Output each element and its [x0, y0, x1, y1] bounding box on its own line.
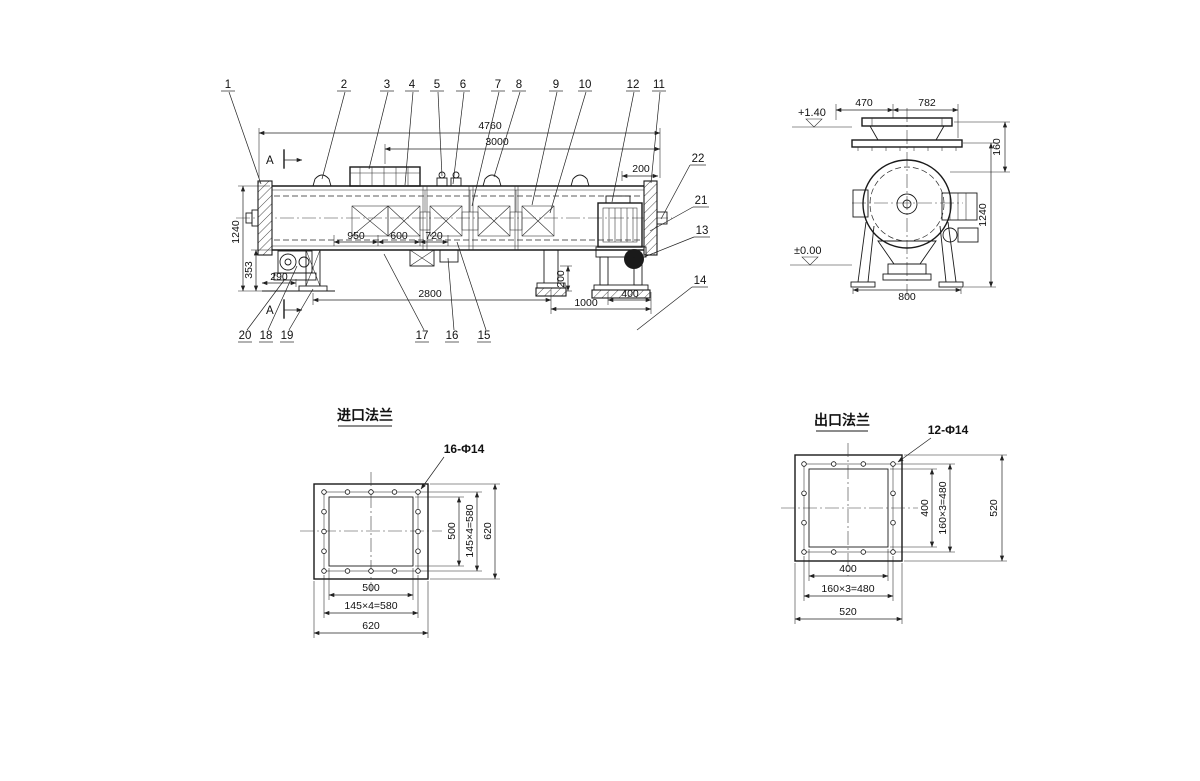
side-dim-right-span: 1000 — [574, 297, 598, 309]
callout-20: 20 — [239, 330, 252, 342]
inlet-flange-title: 进口法兰 — [337, 407, 393, 423]
end-view-body — [850, 108, 979, 296]
outlet-dim-opening-v: 400 — [919, 499, 931, 517]
drive-motor — [593, 195, 649, 291]
side-dim-right-overhang: 200 — [632, 163, 650, 175]
side-dim-end-span: 400 — [621, 288, 639, 300]
side-dim-left-offset: 290 — [270, 271, 288, 283]
callout-14: 14 — [694, 275, 707, 287]
callout-21: 21 — [695, 195, 708, 207]
callout-7: 7 — [495, 79, 501, 91]
inlet-flange-dimensions: 500 145×4=580 620 500 145×4=580 620 — [313, 483, 500, 638]
outlet-dim-outer-h: 520 — [839, 606, 857, 618]
side-dim-pitch-a: 950 — [347, 230, 365, 242]
outlet-dim-pitch-v: 160×3=480 — [937, 481, 949, 534]
elevation-ground-label: ±0.00 — [794, 245, 821, 257]
section-marker-a: A A — [266, 149, 303, 319]
end-view-dimensions: 470 782 160 1240 800 +1.40 ±0.00 — [790, 97, 1010, 303]
inlet-flange-body — [300, 472, 442, 592]
side-view: A A 1 2 3 4 5 6 7 8 9 10 12 11 22 21 — [221, 79, 710, 343]
callout-3: 3 — [384, 79, 390, 91]
callout-5: 5 — [434, 79, 440, 91]
side-view-body — [236, 166, 672, 299]
support-legs — [262, 249, 651, 299]
left-gear-unit — [273, 250, 317, 281]
callout-22: 22 — [692, 153, 705, 165]
inlet-dim-opening-v: 500 — [446, 522, 458, 540]
end-dim-width-left: 470 — [855, 97, 873, 109]
callout-18: 18 — [260, 330, 273, 342]
end-dim-width-right: 782 — [918, 97, 936, 109]
side-dim-upper-span: 3000 — [485, 136, 509, 148]
inlet-bolt-note: 16-Φ14 — [444, 442, 485, 456]
screw-sections — [351, 190, 555, 237]
side-view-dimensions: 4760 3000 200 1240 353 290 950 600 720 — [230, 120, 661, 314]
side-dim-pitch-b: 600 — [390, 230, 408, 242]
outlet-flange-detail: 出口法兰 12-Φ14 400 160×3=480 520 400 — [781, 412, 1007, 624]
outlet-flange-dimensions: 400 160×3=480 520 400 160×3=480 520 — [794, 454, 1007, 624]
side-dim-total-height: 1240 — [230, 220, 242, 244]
side-dim-base-height: 353 — [243, 261, 255, 279]
outlet-flange-body — [781, 443, 918, 576]
outlet-dim-opening-h: 400 — [839, 563, 857, 575]
inlet-flange-detail: 进口法兰 16-Φ14 500 145×4=580 620 500 — [300, 407, 500, 638]
side-dim-support-span: 2800 — [418, 288, 442, 300]
callout-11: 11 — [653, 79, 665, 91]
callout-13: 13 — [696, 225, 709, 237]
callout-1: 1 — [225, 79, 231, 91]
callout-8: 8 — [516, 79, 522, 91]
callout-10: 10 — [579, 79, 592, 91]
end-dim-overall-height: 1240 — [977, 203, 989, 227]
callout-2: 2 — [341, 79, 347, 91]
inlet-dim-outer-v: 620 — [482, 522, 494, 540]
inlet-dim-outer-h: 620 — [362, 620, 380, 632]
section-label-a-bottom: A — [266, 305, 274, 317]
inlet-dim-opening-h: 500 — [362, 582, 380, 594]
outlet-dim-pitch-h: 160×3=480 — [821, 583, 874, 595]
inlet-dim-pitch-h: 145×4=580 — [344, 600, 397, 612]
callout-12: 12 — [627, 79, 640, 91]
callout-6: 6 — [460, 79, 466, 91]
outlet-bolt-note: 12-Φ14 — [928, 423, 969, 437]
side-view-callouts: 1 2 3 4 5 6 7 8 9 10 12 11 22 21 13 14 2… — [221, 79, 710, 343]
side-dim-pitch-c: 720 — [425, 230, 443, 242]
inlet-dim-pitch-v: 145×4=580 — [464, 504, 476, 557]
callout-4: 4 — [409, 79, 416, 91]
section-label-a-top: A — [266, 155, 274, 167]
side-dim-leg-detail: 200 — [555, 270, 567, 288]
elevation-top-label: +1.40 — [798, 107, 826, 119]
outlet-dim-outer-v: 520 — [988, 499, 1000, 517]
callout-19: 19 — [281, 330, 294, 342]
callout-15: 15 — [478, 330, 491, 342]
callout-17: 17 — [416, 330, 429, 342]
callout-16: 16 — [446, 330, 459, 342]
end-view: 470 782 160 1240 800 +1.40 ±0.00 — [790, 97, 1010, 303]
side-dim-overall: 4760 — [478, 120, 502, 132]
end-dim-inlet-height: 160 — [991, 138, 1003, 156]
callout-9: 9 — [553, 79, 559, 91]
end-dim-base-width: 800 — [898, 291, 916, 303]
outlet-flange-title: 出口法兰 — [814, 412, 870, 428]
